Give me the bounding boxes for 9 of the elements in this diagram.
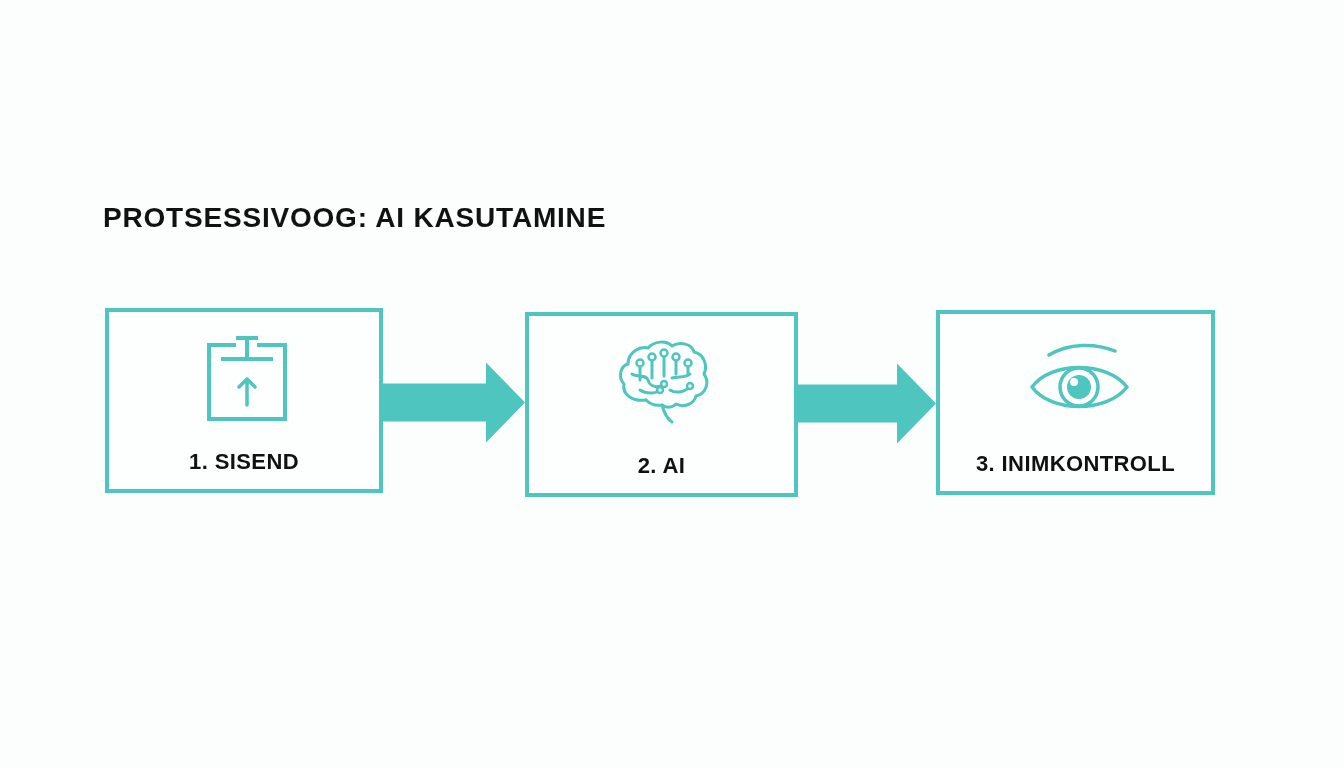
step-label: 3. INIMKONTROLL — [975, 451, 1176, 477]
block-arrow — [383, 362, 525, 443]
process-box — [936, 310, 1215, 495]
process-box — [105, 308, 383, 493]
diagram-title: PROTSESSIVOOG: AI KASUTAMINE — [103, 202, 607, 234]
step-label: 1. SISEND — [189, 449, 299, 475]
step-label: 2. AI — [637, 453, 686, 479]
process-box — [525, 312, 798, 497]
block-arrow — [798, 363, 936, 444]
